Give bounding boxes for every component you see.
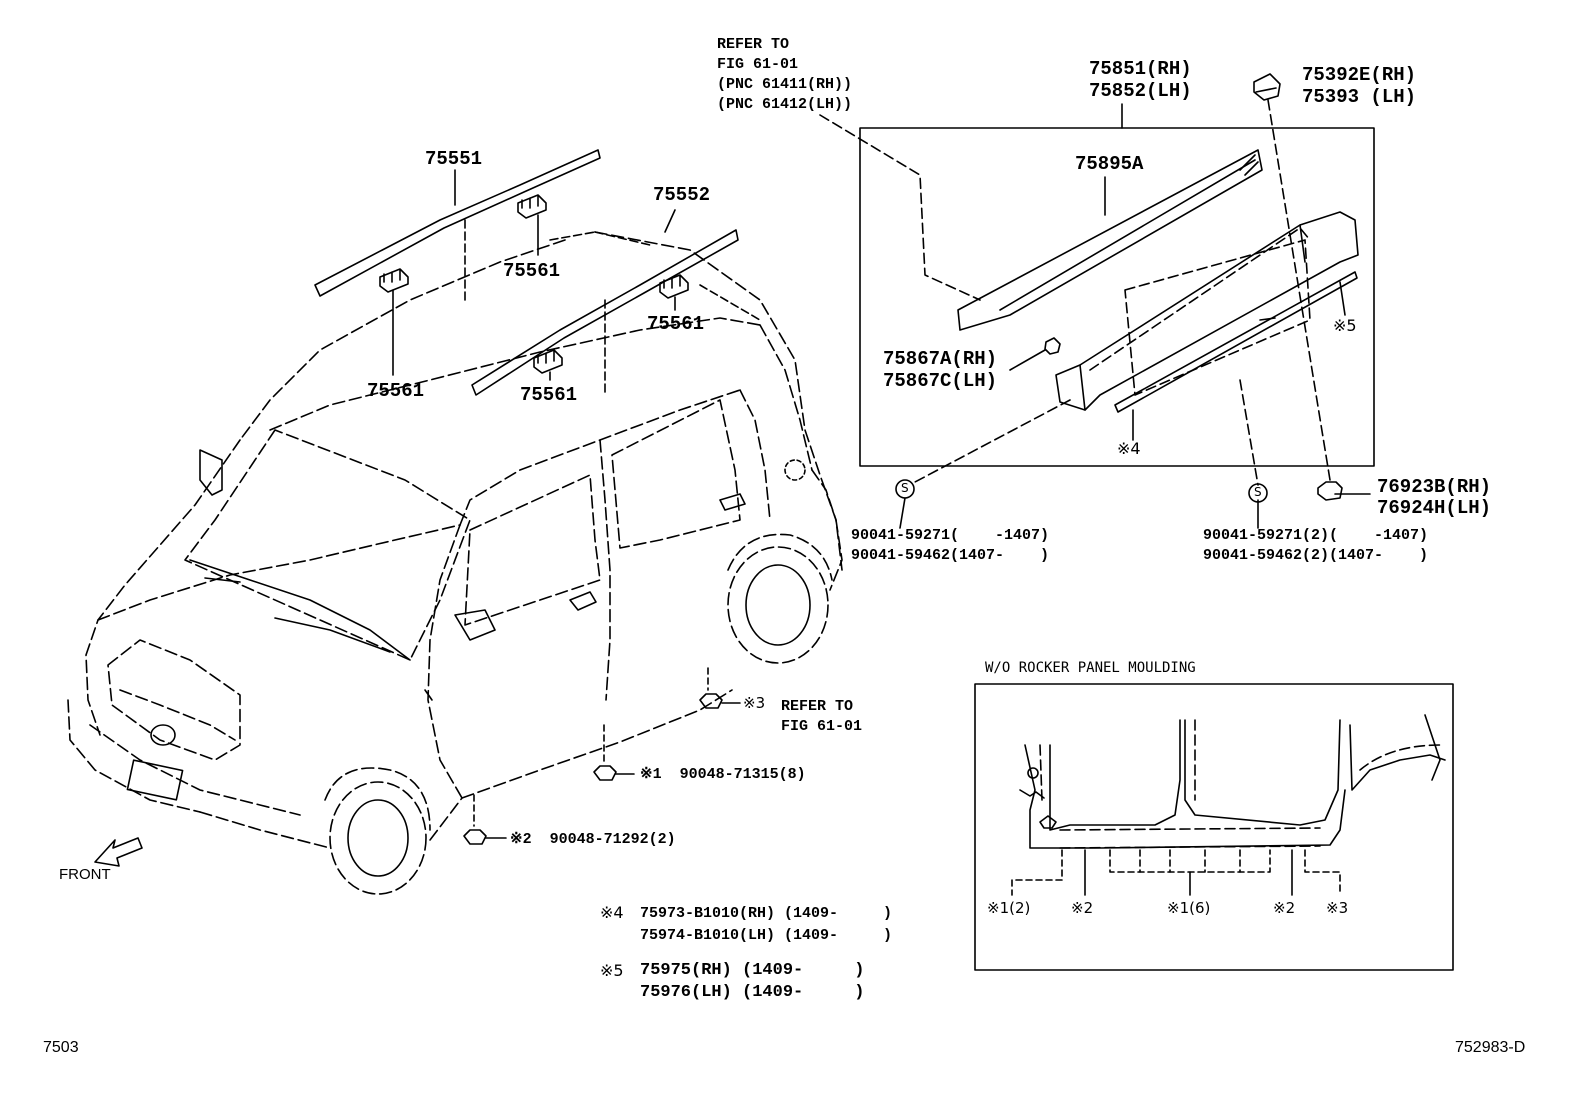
inset-label-1-2: ※1(2) xyxy=(987,899,1031,917)
inset-label-2-b: ※2 xyxy=(1273,899,1296,917)
part-76923b: 76923B(RH) xyxy=(1377,476,1492,498)
footnote-4-mark: ※4 xyxy=(600,903,624,922)
part-75852: 75852(LH) xyxy=(1089,80,1192,102)
refer-fig-line3: (PNC 61411(RH)) xyxy=(717,76,853,93)
screw-symbol-left: S xyxy=(901,481,909,495)
note-5-mark: ※5 xyxy=(1333,316,1357,335)
part-75561-d: 75561 xyxy=(520,384,578,406)
inset-label-2-a: ※2 xyxy=(1071,899,1094,917)
refer-fig-line4: (PNC 61412(LH)) xyxy=(717,96,853,113)
leaders-rocker xyxy=(819,99,1371,529)
inset-box xyxy=(974,683,1454,971)
front-arrow xyxy=(94,837,143,867)
part-75393: 75393 (LH) xyxy=(1302,86,1417,108)
vehicle-windows xyxy=(184,399,741,661)
roof-rail-clips xyxy=(379,194,689,374)
vehicle-details xyxy=(199,449,806,701)
part-75561-c: 75561 xyxy=(367,380,425,402)
roof-rail-75551 xyxy=(314,149,601,297)
leaders-roof xyxy=(392,169,761,393)
footnote-5-line1: 75975(RH) (1409- ) xyxy=(640,961,865,980)
screw-90041-left-1: 90041-59271( -1407) xyxy=(851,527,1050,544)
part-75551: 75551 xyxy=(425,148,483,170)
vehicle-body-outline xyxy=(67,231,843,849)
clip-3-refer-line2: FIG 61-01 xyxy=(781,718,863,735)
part-76924h: 76924H(LH) xyxy=(1377,497,1492,519)
footnote-4-line1: 75973-B1010(RH) (1409- ) xyxy=(640,905,893,922)
clip-note-1: ※1 90048-71315(8) xyxy=(640,766,806,783)
rocker-panel-box xyxy=(859,127,1375,467)
part-75867c: 75867C(LH) xyxy=(883,370,998,392)
inset-drawing xyxy=(1011,714,1446,896)
part-75851: 75851(RH) xyxy=(1089,58,1192,80)
footnote-5-mark: ※5 xyxy=(600,961,624,980)
inset-title: W/O ROCKER PANEL MOULDING xyxy=(985,660,1196,676)
inset-label-3: ※3 xyxy=(1326,899,1349,917)
part-75552: 75552 xyxy=(653,184,711,206)
inset-label-1-6: ※1(6) xyxy=(1167,899,1211,917)
refer-fig-line2: FIG 61-01 xyxy=(717,56,799,73)
roof-rail-75552 xyxy=(471,229,739,396)
page-code-right: 752983-D xyxy=(1455,1039,1526,1056)
screw-symbols xyxy=(895,479,1268,503)
screw-90041-left-2: 90041-59462(1407- ) xyxy=(851,547,1050,564)
refer-fig-line1: REFER TO xyxy=(717,36,790,53)
footnote-4-line2: 75974-B1010(LH) (1409- ) xyxy=(640,927,893,944)
rocker-moulding-parts xyxy=(957,149,1359,413)
vehicle-front xyxy=(89,639,301,816)
screw-90041-right-1: 90041-59271(2)( -1407) xyxy=(1203,527,1429,544)
footnote-5-line2: 75976(LH) (1409- ) xyxy=(640,983,865,1002)
part-75895a: 75895A xyxy=(1075,153,1144,175)
nut-76923b xyxy=(1317,481,1343,501)
note-4-mark: ※4 xyxy=(1117,439,1141,458)
part-75561-b: 75561 xyxy=(647,313,705,335)
part-75867a: 75867A(RH) xyxy=(883,348,998,370)
clip-note-2: ※2 90048-71292(2) xyxy=(510,831,676,848)
body-side-clips xyxy=(463,667,741,845)
clip-75392e xyxy=(1253,73,1281,101)
part-75561-a: 75561 xyxy=(503,260,561,282)
clip-note-3: ※3 xyxy=(743,694,766,712)
screw-symbol-right: S xyxy=(1254,485,1262,499)
clip-3-refer-line1: REFER TO xyxy=(781,698,854,715)
front-label: FRONT xyxy=(59,866,111,883)
page-code-left: 7503 xyxy=(43,1039,79,1056)
part-75392e: 75392E(RH) xyxy=(1302,64,1417,86)
vehicle-wheels xyxy=(324,533,833,895)
screw-90041-right-2: 90041-59462(2)(1407- ) xyxy=(1203,547,1429,564)
